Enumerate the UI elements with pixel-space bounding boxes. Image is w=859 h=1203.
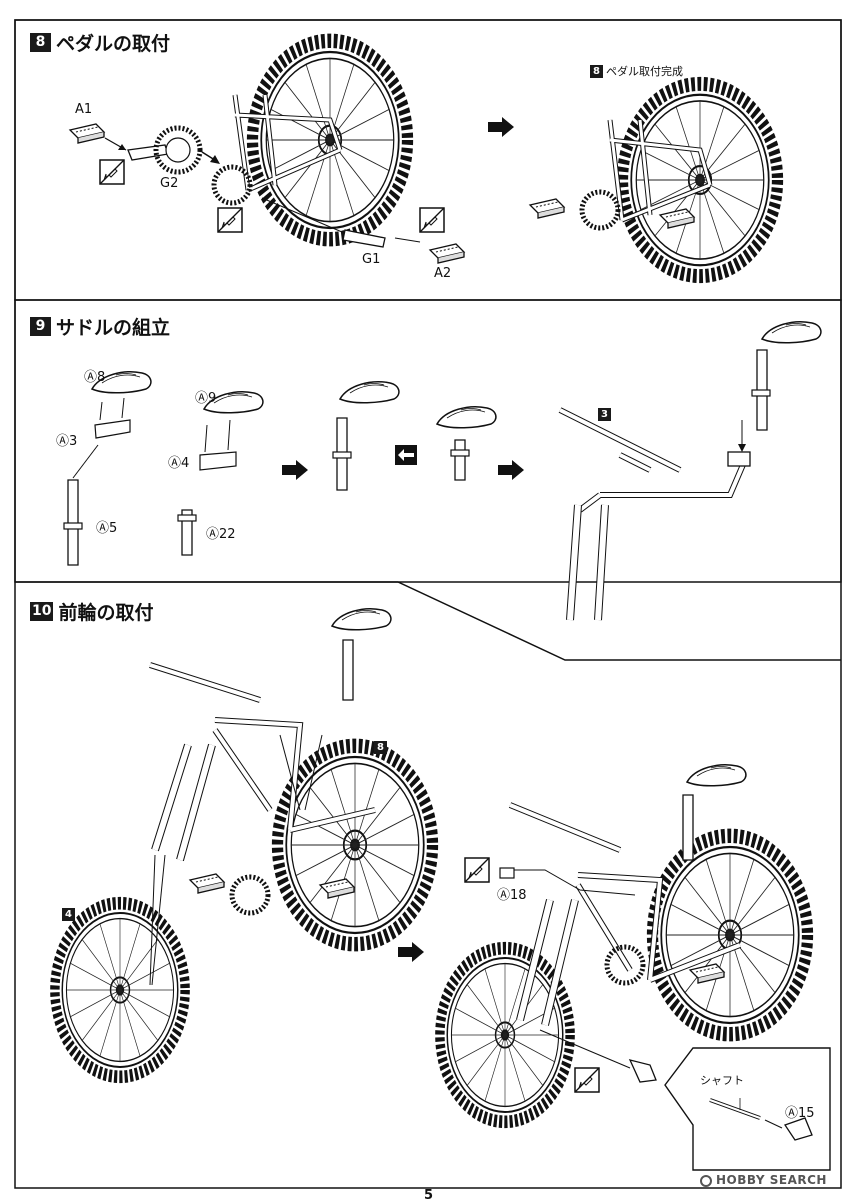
part-label-a4: Ⓐ4 <box>168 456 190 471</box>
step9-title-text: サドルの組立 <box>56 317 171 339</box>
page-border <box>14 19 842 1189</box>
shaft-label: シャフト <box>700 1074 744 1087</box>
part-label-a15: Ⓐ15 <box>785 1106 815 1121</box>
part-label-a9: Ⓐ9 <box>195 391 217 406</box>
step10-number-badge: 10 <box>30 602 54 621</box>
step8-title-text: ペダルの取付 <box>56 33 171 55</box>
part-label-g1: G1 <box>362 252 381 267</box>
hobby-search-logo-icon <box>700 1174 712 1187</box>
step9-title: 9 サドルの組立 <box>30 313 170 340</box>
step8-number-badge: 8 <box>30 33 51 52</box>
step9-panel <box>14 299 842 583</box>
part-label-a22: Ⓐ22 <box>206 527 236 542</box>
part-label-a2: A2 <box>434 266 452 281</box>
step9-ref-badge: 3 <box>598 402 611 421</box>
step8-title: 8 ペダルの取付 <box>30 29 170 56</box>
step8-illustration <box>69 41 778 276</box>
part-label-a3: Ⓐ3 <box>56 434 78 449</box>
step10-ref-badge-4: 4 <box>62 902 75 921</box>
step9-number-badge: 9 <box>30 317 51 336</box>
step8-complete-caption: 8 ペダル取付完成 <box>590 63 683 79</box>
part-label-a1: A1 <box>75 102 93 117</box>
step10-title-text: 前輪の取付 <box>58 602 154 624</box>
page-number: 5 <box>424 1188 434 1203</box>
part-label-a5: Ⓐ5 <box>96 521 118 536</box>
watermark: HOBBY SEARCH <box>700 1173 827 1187</box>
step10-ref-badge-8: 8 <box>374 735 387 754</box>
part-label-a18: Ⓐ18 <box>497 888 527 903</box>
part-label-a8: Ⓐ8 <box>84 370 106 385</box>
step9-illustration <box>63 321 822 621</box>
step8-complete-label: ペダル取付完成 <box>606 65 683 78</box>
step8-panel <box>14 19 842 301</box>
step8-complete-badge: 8 <box>590 64 603 78</box>
step10-title: 10 前輪の取付 <box>30 598 154 625</box>
part-label-g2: G2 <box>160 176 179 191</box>
step10-illustration <box>55 608 831 1171</box>
